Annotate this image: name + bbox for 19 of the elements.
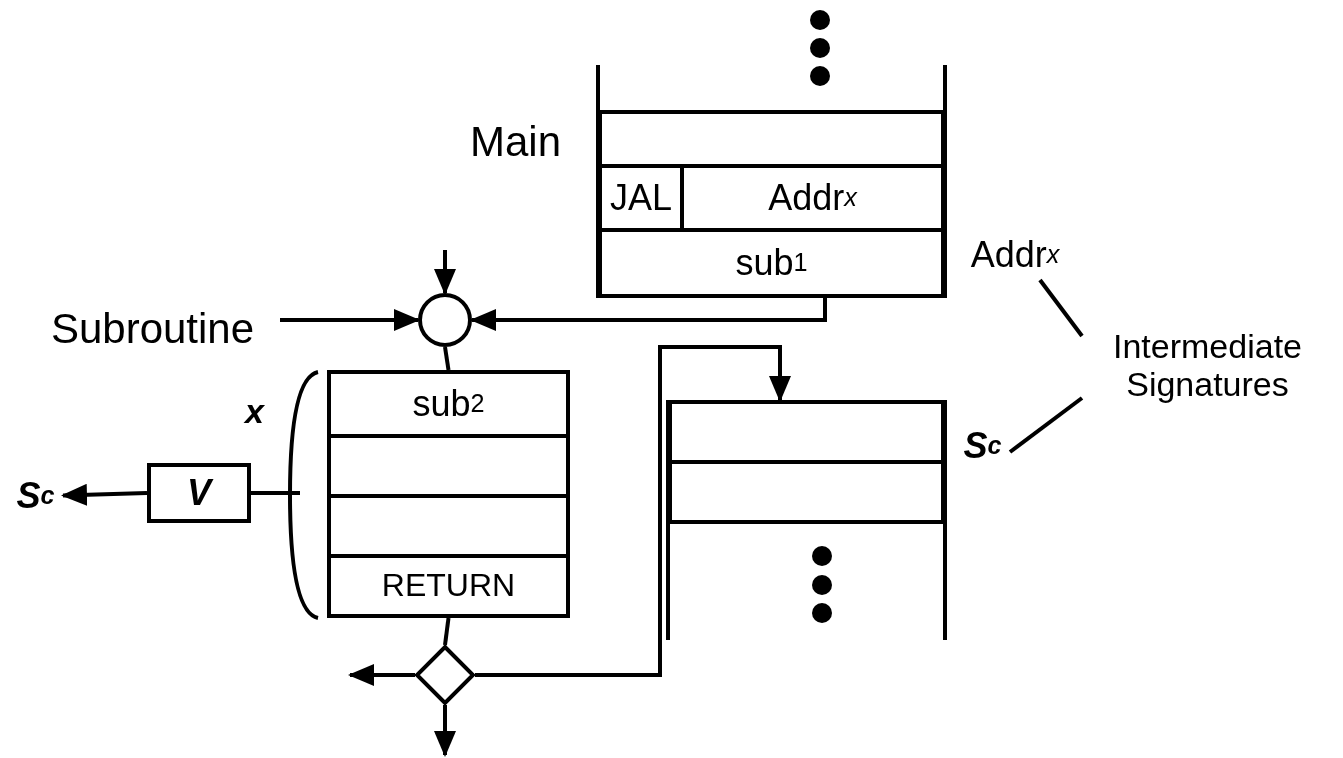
leader-line (1008, 396, 1084, 454)
arrow (61, 483, 148, 506)
arrow (434, 705, 456, 757)
connector-line (443, 617, 451, 646)
arrow (280, 309, 420, 331)
arrow (470, 298, 827, 331)
connector-line (443, 346, 451, 371)
connector-line (251, 491, 300, 495)
decision-diamond (415, 645, 475, 705)
junction-circle (418, 293, 472, 347)
annotation-text: Intermediate Signatures (1080, 318, 1335, 413)
arrow (348, 664, 415, 686)
leader-line (1038, 278, 1084, 338)
stack-label: Main (470, 118, 562, 166)
arrow (475, 345, 791, 677)
function-box: V (147, 463, 251, 523)
arrow (434, 250, 456, 295)
variable-label: x (245, 392, 264, 431)
subroutine-label: Subroutine (25, 305, 280, 353)
